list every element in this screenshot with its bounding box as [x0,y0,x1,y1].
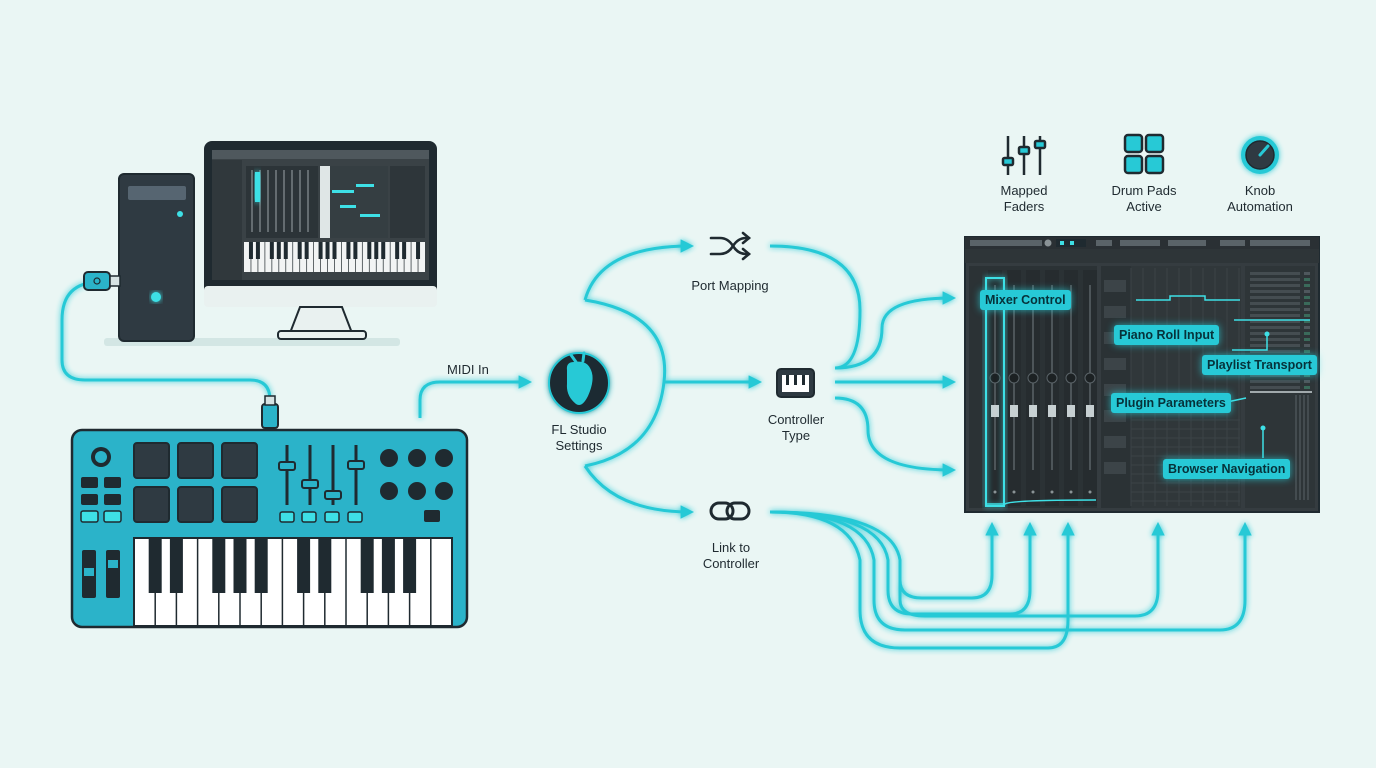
midi-controller [70,428,469,629]
usb-cable [60,280,272,410]
browser-navigation-callout: Browser Navigation [1163,459,1291,479]
controller-small-buttons [80,477,122,523]
port-mapping-label: Port Mapping [691,278,769,293]
controller-knobs [380,449,453,522]
midi-in-label: MIDI In [447,362,489,377]
controller-faders [278,445,365,523]
usb-plug-icon [83,271,279,429]
drum-pads-icon [1123,133,1165,175]
mixer-control-callout: Mixer Control [980,290,1071,310]
fl-studio-logo-icon [548,351,610,414]
monitor-faders [251,170,309,232]
flow-lines [418,239,1252,650]
piano-keys-icon [776,368,815,398]
shuffle-icon [709,231,752,261]
knob-icon [1241,136,1279,174]
playlist-transport-callout: Playlist Transport [1202,355,1317,375]
piano-roll-input-callout: Piano Roll Input [1114,325,1220,345]
monitor [204,141,437,340]
chain-link-icon [709,501,751,521]
plugin-parameters-callout: Plugin Parameters [1111,393,1231,413]
faders-icon [1001,136,1047,175]
drum-pads [133,442,258,523]
